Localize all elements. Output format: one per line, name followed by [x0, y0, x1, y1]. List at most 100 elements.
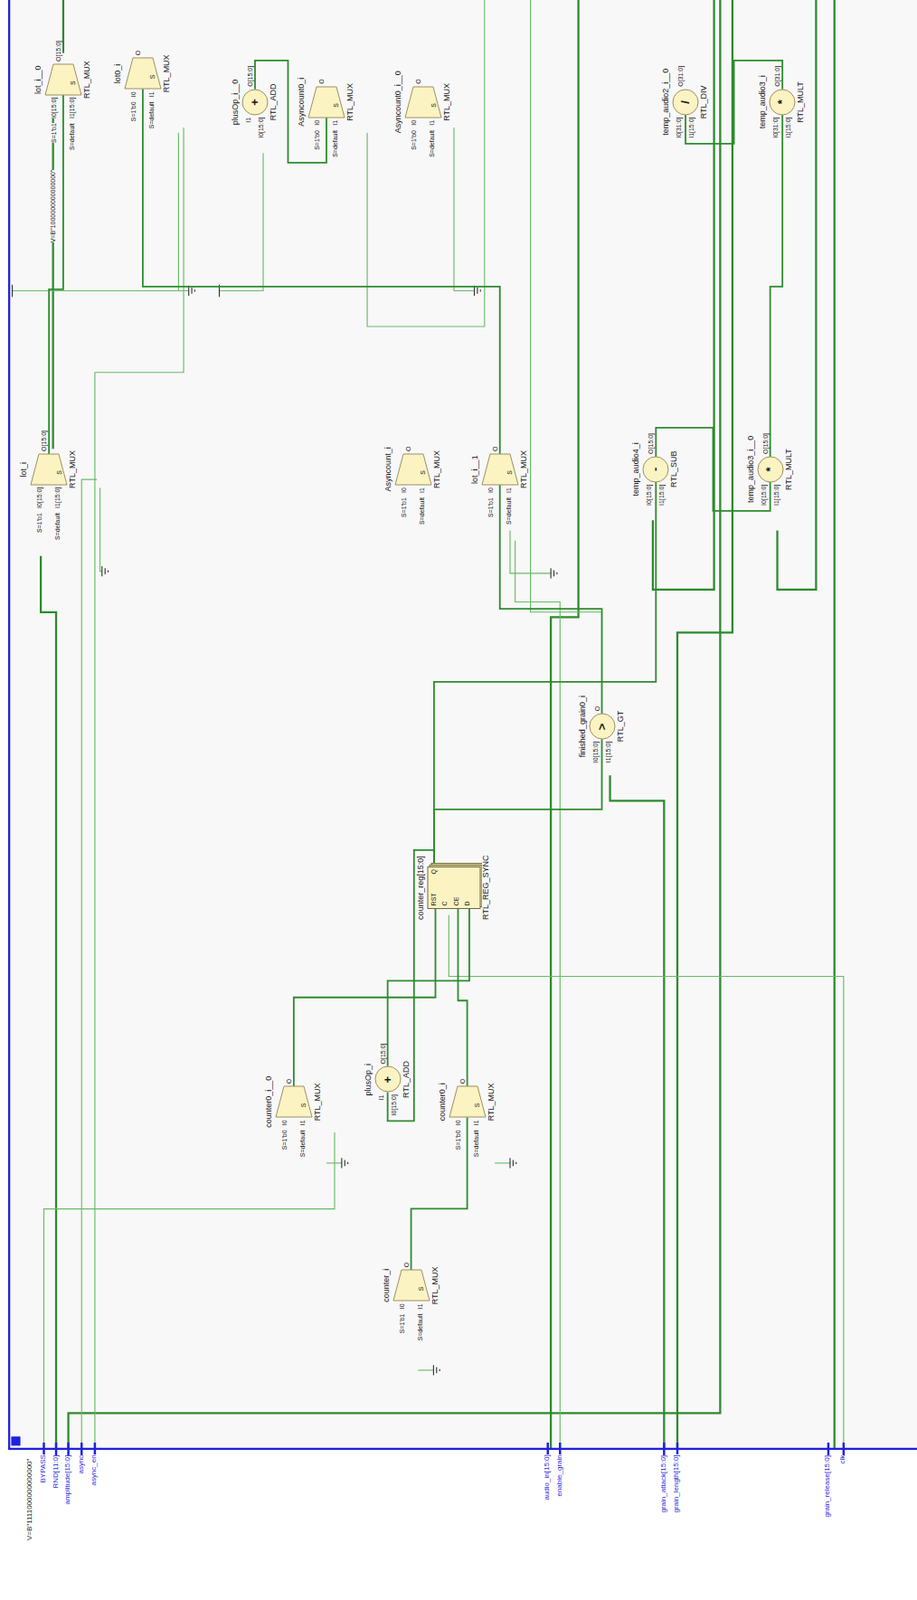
- cell-type: RTL_SUB: [670, 451, 680, 488]
- operator-cell: plusOp_i+O[15:0]I1I0[15:0]RTL_ADD: [364, 1042, 412, 1116]
- operator-body: [242, 89, 268, 115]
- pin-label: O[15:0]: [762, 433, 770, 454]
- ground-symbols: [12, 284, 558, 1376]
- pin-label: I0[31:0]: [675, 116, 683, 138]
- pin-label: I0: [130, 91, 138, 97]
- port-name: async_en: [90, 1454, 99, 1485]
- ground-symbol: [341, 1157, 349, 1168]
- pin-label: O: [594, 706, 602, 711]
- instance-name: Asyncount_i: [384, 446, 394, 492]
- mux-cell: lot_iO[15:0]I0[15:0]I1[15:0]SS=1'b1S=def…: [19, 430, 78, 540]
- mux-body: [449, 1086, 486, 1117]
- bus-wire: [550, 0, 578, 1449]
- pin-label: I1: [331, 120, 340, 126]
- port-name: grain_release[15:0]: [823, 1455, 832, 1518]
- pin-label: CE: [453, 897, 461, 907]
- operator-cell: temp_audio2_i__0/O[31:0]I0[31:0]I1[15:0]…: [661, 66, 710, 139]
- pin-label: O[15:0]: [40, 430, 48, 452]
- pin-label: O[31:0]: [774, 66, 782, 87]
- operator-cell: temp_audio3_i*O[31:0]I0[31:0]I1[15:0]RTL…: [758, 66, 806, 139]
- sheet-ground: [9, 0, 917, 1449]
- pin-label: C: [441, 900, 449, 906]
- instance-name: lot_i: [19, 462, 29, 478]
- operator-symbol: /: [679, 100, 692, 104]
- port-tick: [44, 1442, 844, 1456]
- cell-type: RTL_MUX: [443, 83, 453, 122]
- pin-label: I1: [428, 120, 436, 126]
- instance-name: counter_i: [382, 1268, 392, 1303]
- pin-label: I0: [398, 1303, 407, 1309]
- pin-label: I0: [454, 1119, 463, 1125]
- select-condition: S=1'b0: [313, 130, 322, 151]
- net-wire: [44, 1132, 335, 1449]
- cell-type: RTL_MUX: [162, 54, 172, 93]
- pin-label: S: [300, 1102, 308, 1107]
- net-wire: [367, 0, 485, 327]
- ground-symbol: [102, 566, 109, 577]
- pin-label: I0[15:0]: [645, 484, 653, 506]
- pin-label: O: [415, 78, 423, 84]
- operator-symbol: *: [764, 466, 777, 472]
- net-wire: [434, 738, 603, 867]
- mux-body: [393, 1269, 430, 1301]
- instance-name: counter0_i: [438, 1082, 448, 1121]
- select-condition: S=default: [299, 1129, 307, 1157]
- net-wire: [48, 94, 64, 454]
- cell-type: RTL_ADD: [269, 83, 279, 121]
- ground-symbol: [510, 1157, 517, 1168]
- bus-wire: [652, 0, 715, 590]
- pin-label: I1[15:0]: [688, 116, 696, 138]
- select-condition: S=1'b1: [400, 497, 408, 518]
- port-name: async: [77, 1455, 86, 1475]
- net-wire: [515, 540, 561, 1449]
- cell-type: RTL_DIV: [699, 85, 710, 119]
- operator-body: [757, 456, 784, 483]
- pin-label: I1: [472, 1119, 481, 1125]
- instance-name: lot_i__0: [34, 65, 44, 95]
- pin-label: I1: [245, 117, 253, 123]
- operator-symbol: +: [248, 98, 262, 106]
- cell-type: RTL_MULT: [784, 448, 795, 491]
- cell-type: RTL_MUX: [519, 450, 530, 489]
- cell-type: RTL_ADD: [402, 1060, 412, 1098]
- pin-label: I1: [416, 1303, 425, 1309]
- mux-body: [482, 453, 519, 485]
- cell-type: RTL_MUX: [68, 450, 78, 489]
- pin-label: O[15:0]: [55, 40, 63, 62]
- operator-body: [375, 1066, 401, 1092]
- mux-cell: lot_i__0O[15:0]I0[15:0]I1[15:0]SS=1'b1S=…: [34, 40, 93, 151]
- net-wire: [178, 132, 180, 292]
- net-wire: [387, 907, 470, 1067]
- operator-symbol: >: [595, 723, 609, 731]
- cell-type: RTL_GT: [616, 710, 626, 742]
- sheet-badge: [10, 1436, 20, 1446]
- instance-name: temp_audio4_i: [632, 442, 642, 496]
- port-name: RND[11:0]: [52, 1455, 61, 1489]
- pin-label: I0[15:0]: [36, 487, 44, 509]
- operator-body: [642, 456, 669, 483]
- pin-label: I1: [505, 487, 513, 493]
- operator-symbol: +: [381, 1076, 395, 1084]
- operator-body: [769, 89, 795, 115]
- select-condition: S=default: [416, 1314, 425, 1342]
- mux-body: [45, 64, 82, 95]
- net-wire: [293, 907, 436, 1087]
- bus-wire: [610, 775, 665, 1448]
- pin-label: I1[15:0]: [773, 484, 781, 506]
- select-condition: S=1'b1: [398, 1314, 407, 1334]
- constant-value: V=B"1111000000000000": [26, 1458, 35, 1541]
- select-condition: S=default: [418, 497, 426, 525]
- mux-cell: Asyncount_iOI0I1SS=1'b1S=defaultRTL_MUX: [384, 446, 443, 525]
- cell-type: RTL_MUX: [313, 1082, 323, 1121]
- cell-type: RTL_MUX: [431, 1266, 441, 1305]
- cell-type: RTL_MUX: [433, 450, 443, 489]
- pin-label: I1: [418, 487, 426, 493]
- operator-cell: plusOp_i__0+O[15:0]I1I0[15:0]RTL_ADD: [231, 66, 279, 139]
- bus-wire: [677, 0, 733, 1449]
- operator-symbol: *: [775, 99, 789, 104]
- select-condition: S=1'b1: [487, 497, 495, 518]
- instance-name: Asyncount0_i__0: [394, 70, 404, 133]
- bus-wires: [40, 0, 835, 1449]
